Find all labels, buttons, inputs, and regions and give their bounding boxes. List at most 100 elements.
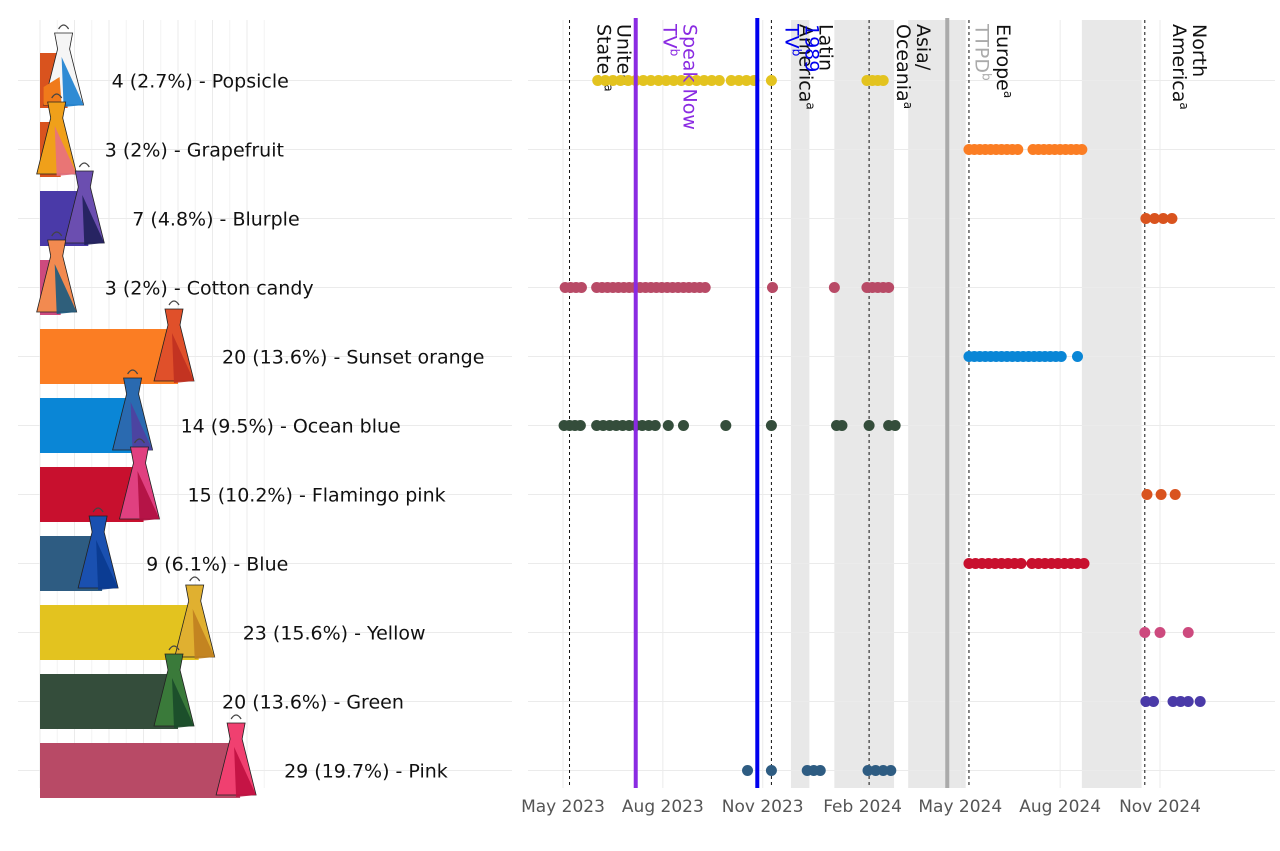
show-point [637,75,649,86]
hanger-hook [51,93,63,99]
show-point [1169,489,1181,500]
x-tick-label: Aug 2024 [1019,797,1101,817]
dress-shade [130,402,153,452]
bar-value-label: 20 (13.6%) - Sunset orange [222,347,484,369]
bar-yellow [40,605,199,660]
show-point [742,765,754,776]
x-tick-label: Feb 2024 [823,797,902,817]
show-point [1166,213,1178,224]
show-point [883,282,895,293]
bar-value-label: 29 (19.7%) - Pink [284,761,448,783]
dress-icon [215,714,257,797]
hanger-hook [127,369,139,375]
dress-icon [174,576,216,659]
show-point [1147,696,1159,707]
bar-value-label: 4 (2.7%) - Popsicle [112,71,289,93]
show-point [1182,627,1194,638]
dress-shade [234,747,257,797]
show-point [649,420,661,431]
show-point [1015,558,1027,569]
era-label-line: Latin [814,24,836,71]
bar-value-label: 7 (4.8%) - Blurple [132,209,299,231]
dress-icon [153,300,195,383]
show-point [863,420,875,431]
dress-shade [172,333,194,383]
bar-pink [40,743,241,798]
show-point [599,75,611,86]
dress-shade [54,126,77,176]
show-point [698,75,710,86]
era-label-line: Statesa [593,24,616,92]
dress-shade [137,471,160,521]
show-point [645,75,657,86]
break-period [834,20,895,788]
show-point [592,75,604,86]
show-point [1076,144,1088,155]
release-label: TTPDb [970,23,993,81]
show-point [653,75,665,86]
show-point [675,75,687,86]
bar-value-label: 15 (10.2%) - Flamingo pink [188,485,446,507]
show-point [877,765,889,776]
show-point [1167,696,1179,707]
leg-label: Europea [992,24,1015,98]
show-point [766,282,778,293]
hanger-hook [168,645,180,651]
show-point [683,75,695,86]
show-point [1072,351,1084,362]
x-tick-label: Aug 2023 [622,797,704,817]
x-tick-label: May 2023 [521,797,605,817]
show-point [725,75,737,86]
hanger-hook [189,576,201,582]
show-point [733,75,745,86]
dress-panel [43,77,62,105]
x-tick-label: Nov 2024 [1119,797,1201,817]
show-point [677,420,689,431]
dress-shade [172,678,194,728]
hanger-hook [58,24,70,30]
break-period [1081,20,1142,788]
show-point [1194,696,1206,707]
show-point [622,75,634,86]
hanger-hook [133,438,146,444]
show-point [662,420,674,431]
show-point [1182,696,1194,707]
show-point [1155,489,1167,500]
show-point [706,75,718,86]
dress-icon [77,507,119,590]
era-label-line: 1989 [800,24,822,72]
bar-value-label: 23 (15.6%) - Yellow [243,623,426,645]
show-point [720,420,732,431]
era-label-line: Americaa [1168,24,1191,110]
bar-green [40,674,178,729]
show-point [615,75,627,86]
show-point [740,75,752,86]
hanger-hook [51,231,63,237]
show-point [1055,351,1067,362]
bar-sunset-orange [40,329,178,384]
dress-shade [96,540,119,590]
show-point [1175,696,1187,707]
show-point [607,75,619,86]
show-point [1139,627,1151,638]
dress-icon [118,438,161,521]
show-point [1012,144,1024,155]
show-point [1154,627,1166,638]
show-point [889,420,901,431]
show-point [1078,558,1090,569]
show-point [1149,213,1161,224]
bar-value-label: 9 (6.1%) - Blue [146,554,288,576]
dress-shade [61,57,84,107]
hanger-hook [168,300,180,306]
bar-value-label: 20 (13.6%) - Green [222,692,404,714]
show-point [877,75,889,86]
show-point [828,282,840,293]
dress-icon [43,24,85,107]
dress-icon [36,231,78,314]
show-point [765,765,777,776]
